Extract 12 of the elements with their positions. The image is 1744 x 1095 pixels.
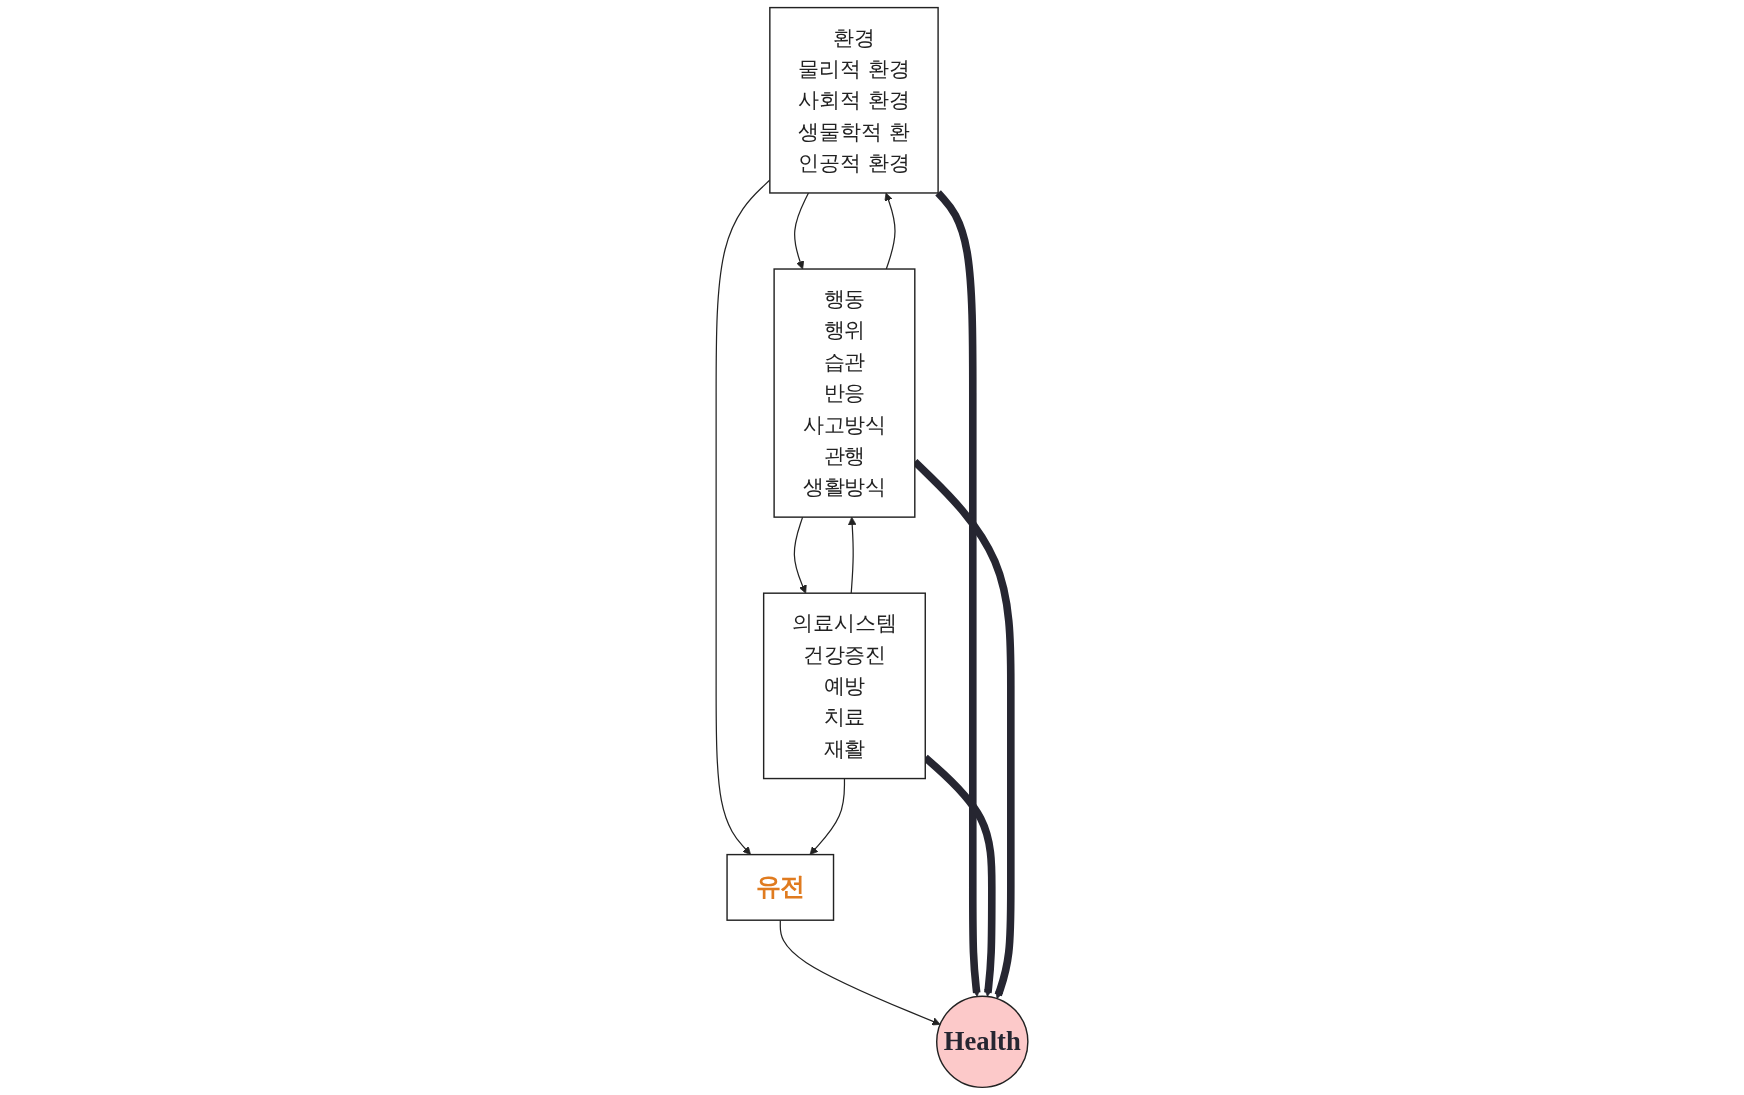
arrow: [793, 516, 807, 594]
arrow: [794, 192, 810, 270]
arrow: [848, 516, 857, 594]
node-circle: Health: [936, 995, 1029, 1089]
arrow: [935, 190, 981, 997]
arrow: [884, 192, 896, 270]
node-box: 의료시스템 건강증진 예방 치료 재활: [762, 592, 926, 780]
arrow: [779, 919, 941, 1026]
node-box: 행동 행위 습관 반응 사고방식 관행 생활방식: [773, 268, 916, 518]
node-box: 유전: [726, 853, 835, 921]
arrow: [809, 777, 846, 855]
node-box: 환경 물리적 환경 사회적 환경 생물학적 환 인공적 환경: [769, 6, 939, 194]
